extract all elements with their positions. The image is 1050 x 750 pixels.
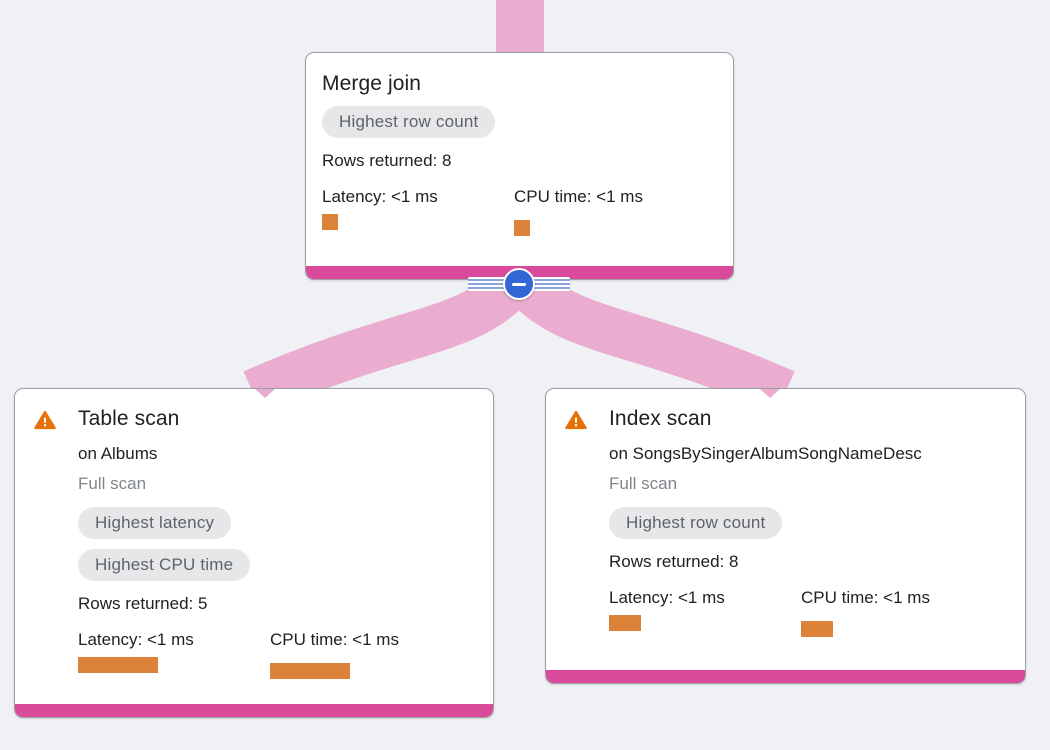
cpu-metric: CPU time: <1 ms bbox=[270, 627, 462, 679]
latency-label: Latency: <1 ms bbox=[609, 588, 725, 607]
plan-node-index-scan[interactable]: Index scan on SongsBySingerAlbumSongName… bbox=[545, 388, 1026, 684]
highest-cpu-time-badge: Highest CPU time bbox=[78, 549, 251, 581]
cpu-time-bar bbox=[801, 621, 833, 637]
node-title: Index scan bbox=[609, 407, 712, 430]
node-accent-bar bbox=[546, 670, 1025, 683]
edge-arrow-tip-right bbox=[760, 389, 780, 398]
edge-arrow-tip-left bbox=[255, 389, 275, 398]
latency-metric: Latency: <1 ms bbox=[78, 627, 270, 679]
cpu-time-label: CPU time: <1 ms bbox=[514, 187, 643, 206]
latency-bar bbox=[322, 214, 338, 230]
latency-bar bbox=[609, 615, 641, 631]
metrics-row: Latency: <1 ms CPU time: <1 ms bbox=[78, 627, 477, 679]
warning-icon bbox=[565, 410, 587, 430]
latency-bar bbox=[78, 657, 158, 673]
minus-icon bbox=[512, 282, 526, 286]
latency-label: Latency: <1 ms bbox=[322, 187, 438, 206]
scan-mode: Full scan bbox=[609, 474, 678, 493]
rows-returned: Rows returned: 8 bbox=[609, 552, 739, 571]
badge-list: Highest latency Highest CPU time bbox=[78, 507, 477, 581]
rows-returned: Rows returned: 5 bbox=[78, 594, 208, 613]
edge-to-table-scan bbox=[243, 267, 531, 415]
scan-target: on Albums bbox=[78, 444, 158, 463]
highest-row-count-badge: Highest row count bbox=[609, 507, 783, 539]
node-accent-bar bbox=[15, 704, 493, 717]
plan-node-table-scan[interactable]: Table scan on Albums Full scan Highest l… bbox=[14, 388, 494, 718]
cpu-time-bar bbox=[514, 220, 530, 236]
collapse-node-button[interactable] bbox=[503, 268, 535, 300]
rows-returned: Rows returned: 8 bbox=[322, 151, 452, 170]
plan-node-merge-join[interactable]: Merge join Highest row count Rows return… bbox=[305, 52, 734, 280]
cpu-time-label: CPU time: <1 ms bbox=[270, 630, 399, 649]
metrics-row: Latency: <1 ms CPU time: <1 ms bbox=[322, 184, 717, 236]
cpu-metric: CPU time: <1 ms bbox=[514, 184, 706, 236]
cpu-time-bar bbox=[270, 663, 350, 679]
latency-metric: Latency: <1 ms bbox=[322, 184, 514, 236]
badge-list: Highest row count bbox=[322, 106, 717, 138]
warning-icon bbox=[34, 410, 56, 430]
scan-mode: Full scan bbox=[78, 474, 147, 493]
highest-row-count-badge: Highest row count bbox=[322, 106, 496, 138]
badge-list: Highest row count bbox=[609, 507, 1009, 539]
edge-to-index-scan bbox=[507, 267, 795, 415]
latency-label: Latency: <1 ms bbox=[78, 630, 194, 649]
highest-latency-badge: Highest latency bbox=[78, 507, 232, 539]
metrics-row: Latency: <1 ms CPU time: <1 ms bbox=[609, 585, 1009, 637]
cpu-time-label: CPU time: <1 ms bbox=[801, 588, 930, 607]
node-title: Merge join bbox=[322, 72, 422, 95]
latency-metric: Latency: <1 ms bbox=[609, 585, 801, 637]
node-title: Table scan bbox=[78, 407, 180, 430]
edge-from-parent bbox=[496, 0, 544, 57]
scan-target: on SongsBySingerAlbumSongNameDesc bbox=[609, 444, 922, 463]
cpu-metric: CPU time: <1 ms bbox=[801, 585, 993, 637]
